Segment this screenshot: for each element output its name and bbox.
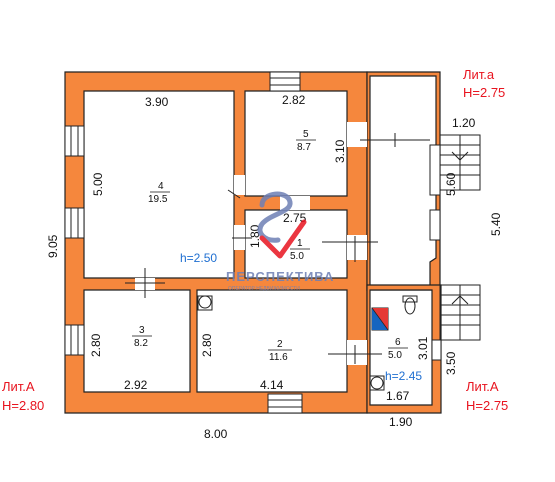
dim-5-40: 5.40 bbox=[489, 212, 503, 236]
room-labels: 4 19.5 5 8.7 1 5.0 3 8.2 2 11.6 6 5.0 bbox=[132, 129, 408, 363]
height-right-label: H=2.75 bbox=[466, 398, 508, 413]
dim-1-90: 1.90 bbox=[389, 415, 413, 429]
main-house-walls bbox=[64, 71, 368, 414]
window-bottom bbox=[267, 393, 303, 414]
dim-2-80-room2: 2.80 bbox=[200, 333, 214, 357]
height-2-45: h=2.45 bbox=[385, 369, 422, 383]
dim-5-60: 5.60 bbox=[444, 172, 458, 196]
perspektiva-logo: ПЕРСПЕКТИВА ОПЕРАТОР НЕДВИЖИМОСТИ bbox=[226, 191, 334, 292]
room-5-number: 5 bbox=[303, 129, 309, 140]
dim-1-20: 1.20 bbox=[452, 116, 476, 130]
dim-9-05: 9.05 bbox=[46, 234, 60, 258]
porch-stairs bbox=[439, 134, 481, 341]
room-4-area: 19.5 bbox=[148, 194, 168, 205]
window-right-ext-2 bbox=[429, 209, 441, 241]
window-left-3 bbox=[64, 324, 85, 356]
dim-1-67: 1.67 bbox=[386, 389, 410, 403]
room-4-number: 4 bbox=[158, 181, 164, 192]
dim-2-75: 2.75 bbox=[283, 211, 307, 225]
height-top-label: H=2.75 bbox=[463, 85, 505, 100]
windows bbox=[64, 71, 442, 414]
height-left-label: H=2.80 bbox=[2, 398, 44, 413]
sink-room6 bbox=[370, 376, 384, 390]
room-2-area: 11.6 bbox=[269, 352, 288, 363]
window-right-ext bbox=[429, 144, 441, 196]
dim-3-50: 3.50 bbox=[444, 351, 458, 375]
lit-a-right-label: Лит.А bbox=[466, 379, 499, 394]
dim-2-82: 2.82 bbox=[282, 93, 306, 107]
window-left-2 bbox=[64, 207, 85, 239]
room-3-area: 8.2 bbox=[134, 338, 148, 349]
boiler-icon bbox=[371, 307, 389, 331]
sink-room2 bbox=[198, 295, 212, 309]
room-6-number: 6 bbox=[395, 337, 401, 348]
room-5-area: 8.7 bbox=[297, 142, 311, 153]
dim-3-10: 3.10 bbox=[333, 139, 347, 163]
dim-3-90: 3.90 bbox=[145, 95, 169, 109]
room-6-walls bbox=[366, 284, 442, 414]
fixtures bbox=[197, 295, 418, 391]
dim-2-80-room3: 2.80 bbox=[89, 333, 103, 357]
domclick-label: Домклик bbox=[40, 456, 88, 470]
dimension-labels: 3.90 2.82 1.20 5.00 3.10 5.60 5.40 9.05 … bbox=[46, 93, 503, 441]
toilet-room6 bbox=[404, 297, 416, 315]
door-marks bbox=[125, 133, 430, 364]
dim-3-01: 3.01 bbox=[416, 336, 430, 360]
dim-2-92: 2.92 bbox=[124, 378, 148, 392]
room-6-area: 5.0 bbox=[388, 350, 402, 361]
lit-a-small-label: Лит.а bbox=[463, 67, 495, 82]
window-left-1 bbox=[64, 125, 85, 157]
window-top bbox=[269, 71, 301, 92]
lit-a-left-label: Лит.А bbox=[2, 379, 35, 394]
height-2-50: h=2.50 bbox=[180, 251, 217, 265]
domclick-watermark: Домклик bbox=[15, 450, 88, 473]
dim-4-14: 4.14 bbox=[260, 378, 284, 392]
watermark-name: ПЕРСПЕКТИВА bbox=[226, 269, 334, 284]
watermark-sub: ОПЕРАТОР НЕДВИЖИМОСТИ bbox=[228, 286, 300, 292]
room-1-area: 5.0 bbox=[290, 251, 304, 262]
room-1-number: 1 bbox=[297, 238, 303, 249]
room-2-number: 2 bbox=[277, 339, 283, 350]
dim-8-00: 8.00 bbox=[204, 427, 228, 441]
dim-5-00: 5.00 bbox=[91, 172, 105, 196]
room-3-number: 3 bbox=[139, 325, 145, 336]
extension-walls bbox=[366, 71, 441, 291]
window-room6 bbox=[431, 339, 442, 361]
